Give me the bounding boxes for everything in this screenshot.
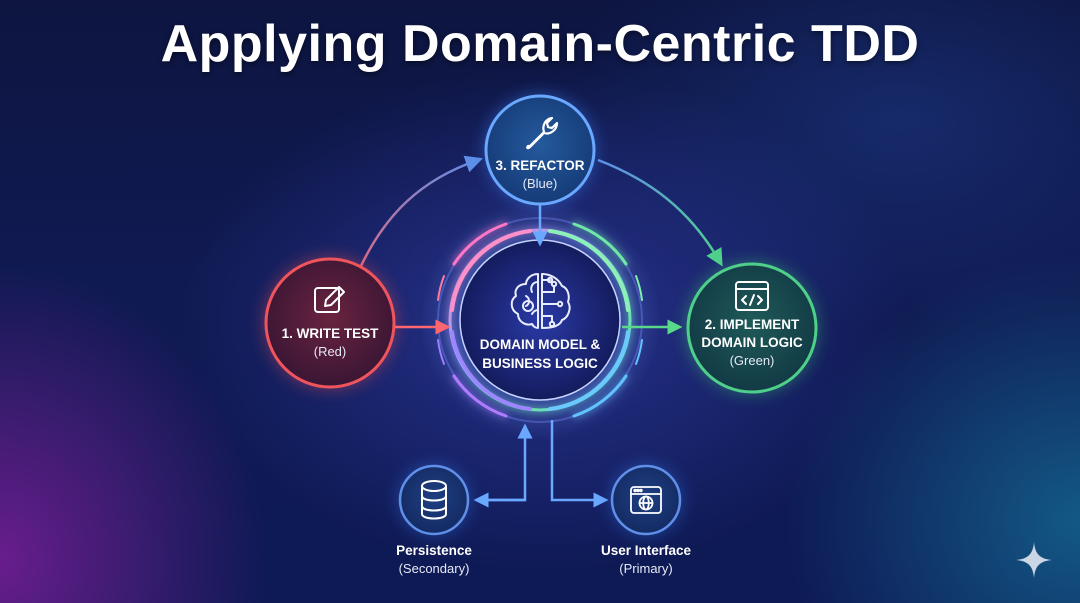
cycle-arc-write-to-refactor <box>358 155 483 269</box>
user-interface-node <box>610 464 682 536</box>
user-interface-label: User Interface (Primary) <box>576 542 716 578</box>
refactor-label: 3. REFACTOR (Blue) <box>470 157 610 193</box>
implement-subtitle: (Green) <box>729 353 775 368</box>
implement-title-line1: 2. IMPLEMENT <box>704 317 800 332</box>
core-label-line2: BUSINESS LOGIC <box>482 356 598 371</box>
implement-node <box>686 262 818 394</box>
user-interface-title: User Interface <box>600 543 692 558</box>
arrow-core-to-ui <box>550 420 609 508</box>
core-label-line1: DOMAIN MODEL & <box>479 337 601 352</box>
write-test-title: 1. WRITE TEST <box>281 326 379 341</box>
persistence-subtitle: (Secondary) <box>398 561 470 576</box>
persistence-title: Persistence <box>396 543 472 558</box>
persistence-label: Persistence (Secondary) <box>364 542 504 578</box>
code-window-icon <box>735 281 769 311</box>
core-circle <box>459 239 621 401</box>
refactor-subtitle: (Blue) <box>522 176 558 191</box>
wrench-icon <box>526 116 559 150</box>
refactor-node <box>484 94 596 206</box>
brain-gear-icon <box>510 273 571 329</box>
write-test-node <box>264 257 396 389</box>
sparkle-icon <box>1016 542 1052 578</box>
write-test-subtitle: (Red) <box>313 344 347 359</box>
edit-icon <box>314 286 345 313</box>
write-test-label: 1. WRITE TEST (Red) <box>260 325 400 361</box>
implement-title-line2: DOMAIN LOGIC <box>701 335 803 350</box>
database-icon <box>421 480 447 520</box>
browser-globe-icon <box>630 486 662 514</box>
cycle-arc-refactor-to-implement <box>597 158 723 267</box>
arrow-persistence-to-core <box>480 423 533 502</box>
user-interface-subtitle: (Primary) <box>619 561 673 576</box>
refactor-title: 3. REFACTOR <box>495 158 585 173</box>
core-label: DOMAIN MODEL & BUSINESS LOGIC <box>440 335 640 373</box>
page-title: Applying Domain-Centric TDD <box>160 15 920 73</box>
implement-label: 2. IMPLEMENT DOMAIN LOGIC (Green) <box>682 316 822 370</box>
